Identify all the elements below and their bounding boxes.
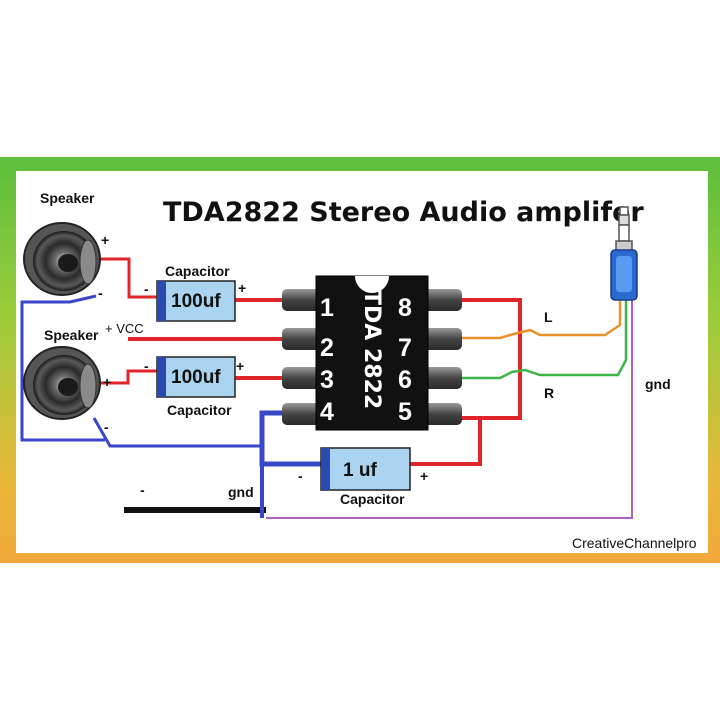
capacitor-3 <box>320 447 411 491</box>
credit-text: CreativeChannelpro <box>572 535 697 551</box>
wire-pin5-cap3 <box>410 416 482 466</box>
wire-speaker1-plus <box>96 257 158 299</box>
wire-speaker2-minus <box>92 417 262 448</box>
pin-4-label: 4 <box>320 398 334 426</box>
speaker-1 <box>23 222 101 296</box>
capacitor-1-value: 100uf <box>171 291 221 312</box>
wire-pin4-ground <box>259 410 322 467</box>
capacitor-1 <box>156 280 236 322</box>
wire-speaker2-plus <box>94 369 158 385</box>
pin-8-label: 8 <box>398 294 412 322</box>
capacitor-1-label: Capacitor <box>165 263 230 279</box>
pin-1-label: 1 <box>320 294 334 322</box>
ic-notch <box>355 276 389 293</box>
pin-5-label: 5 <box>398 398 412 426</box>
wire-pin7-left <box>460 298 622 340</box>
capacitor-2-value: 100uf <box>171 367 221 388</box>
speaker-2-plus: + <box>103 374 111 390</box>
wire-pin8-bridge <box>460 298 522 420</box>
capacitor-2-plus: + <box>236 358 244 374</box>
speaker-1-minus: - <box>98 285 103 301</box>
capacitor-3-minus: - <box>298 468 303 484</box>
wire-speaker1-minus <box>20 294 105 442</box>
ic-pins-right <box>424 289 462 425</box>
vcc-label: + VCC <box>105 321 144 336</box>
wire-pin6-right <box>460 298 628 380</box>
speaker-1-plus: + <box>101 232 109 248</box>
ic-label: TDA 2822 <box>359 290 384 409</box>
ground-minus: - <box>140 482 145 498</box>
left-channel-label: L <box>544 309 553 325</box>
capacitor-3-plus: + <box>420 468 428 484</box>
capacitor-3-label: Capacitor <box>340 491 405 507</box>
ic-body <box>315 275 429 431</box>
diagram-title: TDA2822 Stereo Audio amplifer <box>163 197 644 228</box>
pin-7-label: 7 <box>398 334 412 362</box>
pin-6-label: 6 <box>398 366 412 394</box>
pin-2-label: 2 <box>320 334 334 362</box>
capacitor-2-label: Capacitor <box>167 402 232 418</box>
audio-jack <box>610 206 638 301</box>
speaker-1-label: Speaker <box>40 190 95 206</box>
capacitor-1-minus: - <box>144 281 149 297</box>
capacitor-3-value: 1 uf <box>343 460 377 481</box>
pin-3-label: 3 <box>320 366 334 394</box>
right-channel-label: R <box>544 385 554 401</box>
capacitor-2 <box>156 356 236 398</box>
capacitor-2-minus: - <box>144 358 149 374</box>
capacitor-1-plus: + <box>238 280 246 296</box>
wire-jack-ground <box>266 298 633 519</box>
speaker-2-label: Speaker <box>44 327 99 343</box>
speaker-2 <box>23 346 101 420</box>
ic-pins-left <box>282 289 320 425</box>
speaker-2-minus: - <box>104 419 109 435</box>
ground-label: gnd <box>228 484 254 500</box>
jack-ground-label: gnd <box>645 376 671 392</box>
